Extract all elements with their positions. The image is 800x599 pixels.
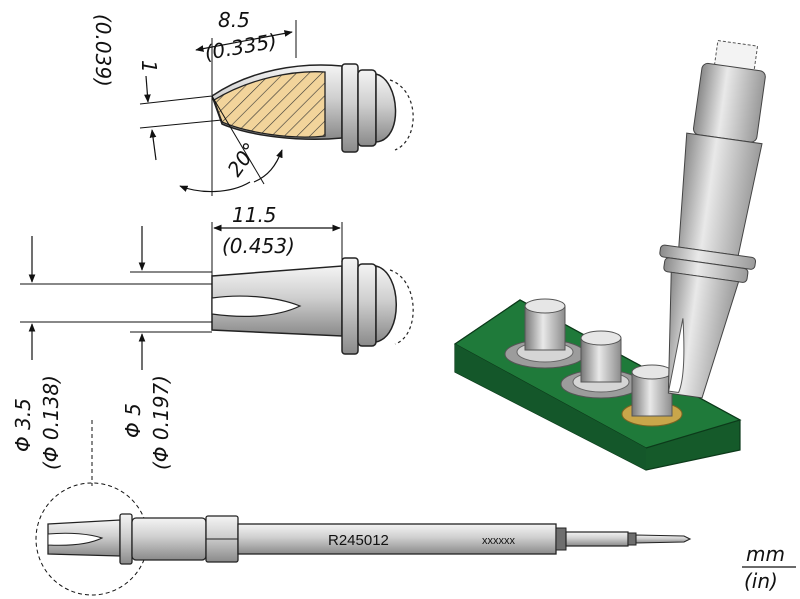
unit-mm: mm xyxy=(746,542,785,566)
top-length-in: (0.335) xyxy=(203,29,279,65)
pcb-illustration xyxy=(453,39,766,471)
dia-large-mm: Φ 5 xyxy=(121,403,145,438)
lot-code-label: xxxxxx xyxy=(482,535,516,547)
top-length-mm: 8.5 xyxy=(218,8,250,32)
bevel-angle: 20° xyxy=(222,138,262,181)
side-length-in: (0.453) xyxy=(222,234,295,258)
side-length-mm: 11.5 xyxy=(232,203,277,227)
tip-thickness-mm: 1 xyxy=(137,60,161,73)
dia-small-mm: Φ 3.5 xyxy=(11,398,35,452)
part-number-label: R245012 xyxy=(328,532,389,549)
tip-thickness-in: (0.039) xyxy=(91,14,115,87)
full-tip-drawing xyxy=(35,420,692,596)
top-view-drawing xyxy=(139,20,414,196)
dia-small-in: (Φ 0.138) xyxy=(39,375,63,470)
unit-in: (in) xyxy=(744,569,778,593)
dia-large-in: (Φ 0.197) xyxy=(149,375,173,470)
side-view-drawing xyxy=(20,222,414,370)
